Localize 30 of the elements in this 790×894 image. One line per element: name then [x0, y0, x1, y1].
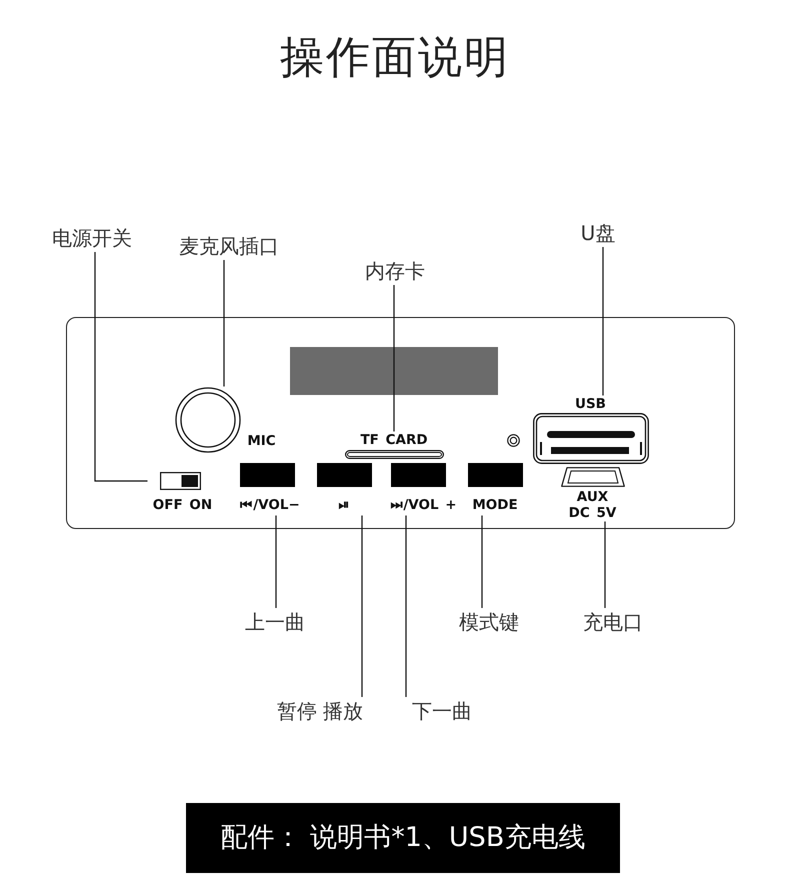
- callout-label: 电源开关: [42, 224, 142, 252]
- callout-label: 充电口: [574, 608, 652, 636]
- part-label: ⏭/VOL +: [389, 496, 458, 514]
- leader-line: [275, 516, 277, 608]
- title: 操作面说明: [279, 31, 511, 85]
- leader-line: [393, 285, 395, 432]
- callout-label: 模式键: [450, 608, 528, 636]
- leader-line: [361, 516, 363, 697]
- callout-label: 暂停 播放: [263, 697, 377, 725]
- part-label: USB: [574, 396, 607, 412]
- leader-line: [405, 516, 407, 697]
- leader-line: [481, 516, 483, 608]
- callout-label: 上一曲: [236, 608, 314, 636]
- part-label: MIC: [246, 432, 277, 450]
- callout-label: 麦克风插口: [166, 232, 292, 260]
- leader-line: [604, 522, 606, 608]
- leader-line: [223, 260, 225, 386]
- part-label: TF CARD: [359, 432, 429, 448]
- callout-label: 内存卡: [357, 257, 433, 285]
- part-label: AUX DC 5V: [568, 488, 618, 522]
- leader-line: [602, 247, 604, 396]
- part-label: OFF ON: [152, 496, 214, 514]
- callout-label: 下一曲: [403, 697, 481, 725]
- callout-label: U盘: [574, 219, 622, 247]
- part-label: ⏮/VOL−: [239, 496, 301, 514]
- part-label: MODE: [471, 496, 519, 514]
- front-panel: [66, 317, 735, 529]
- leader-line: [94, 252, 148, 482]
- part-label: ⏯: [338, 496, 350, 514]
- caption: 配件： 说明书*1、USB充电线: [186, 803, 620, 873]
